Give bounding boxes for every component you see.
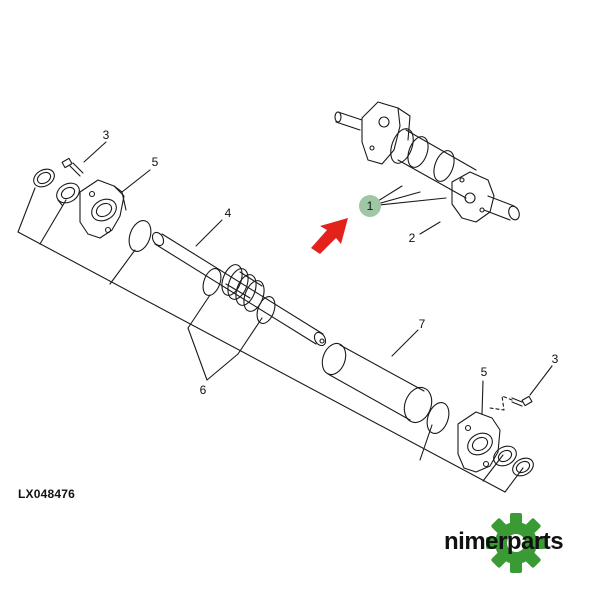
o-ring-right <box>426 402 450 434</box>
callout-line-7 <box>391 329 419 357</box>
dashed-guide <box>489 395 513 411</box>
leader-line <box>39 199 67 245</box>
flange-mount-right <box>457 411 501 473</box>
flange-mount-left <box>79 179 127 239</box>
label-part-3-right: 3 <box>552 352 559 366</box>
leader-line <box>504 467 524 493</box>
cylinder-assembly <box>334 101 520 223</box>
screw-right <box>511 395 533 407</box>
leader-line <box>17 187 36 233</box>
callout-line-3a <box>83 141 107 163</box>
shaft <box>151 231 327 347</box>
leader-line <box>237 317 263 355</box>
leader-line <box>419 424 433 461</box>
callout-line-4 <box>195 219 223 247</box>
screw-left <box>61 157 84 177</box>
bushing-right <box>493 445 517 467</box>
cylinder-barrel <box>321 342 433 424</box>
label-part-6: 6 <box>200 383 207 397</box>
gear-logo-icon <box>486 513 546 573</box>
callout-line-5b <box>481 380 484 415</box>
label-part-1: 1 <box>367 199 374 213</box>
label-part-7: 7 <box>419 317 426 331</box>
label-part-4: 4 <box>225 206 232 220</box>
label-part-5-left: 5 <box>152 155 159 169</box>
o-ring-left <box>128 220 152 252</box>
leader-line <box>187 294 211 329</box>
callout-highlight <box>359 195 381 217</box>
brand-name: nimerparts <box>444 528 564 555</box>
diagram-reference-code: LX048476 <box>18 487 75 501</box>
label-part-3-left: 3 <box>103 128 110 142</box>
leader-line <box>482 454 504 482</box>
callout-line-2 <box>419 221 441 235</box>
bushing-left <box>56 182 80 206</box>
leader-line <box>109 249 136 285</box>
label-part-5-right: 5 <box>481 365 488 379</box>
callout-line-1c <box>369 197 447 207</box>
leader-line <box>187 327 208 381</box>
callout-line-5a <box>121 169 151 193</box>
red-arrow-icon <box>311 218 348 254</box>
label-part-2: 2 <box>409 231 416 245</box>
callout-line-3b <box>529 365 553 396</box>
leader-line <box>206 353 239 381</box>
seal-ring-left <box>33 168 55 188</box>
seal-ring-right <box>512 457 534 477</box>
baseline-line <box>17 231 506 493</box>
